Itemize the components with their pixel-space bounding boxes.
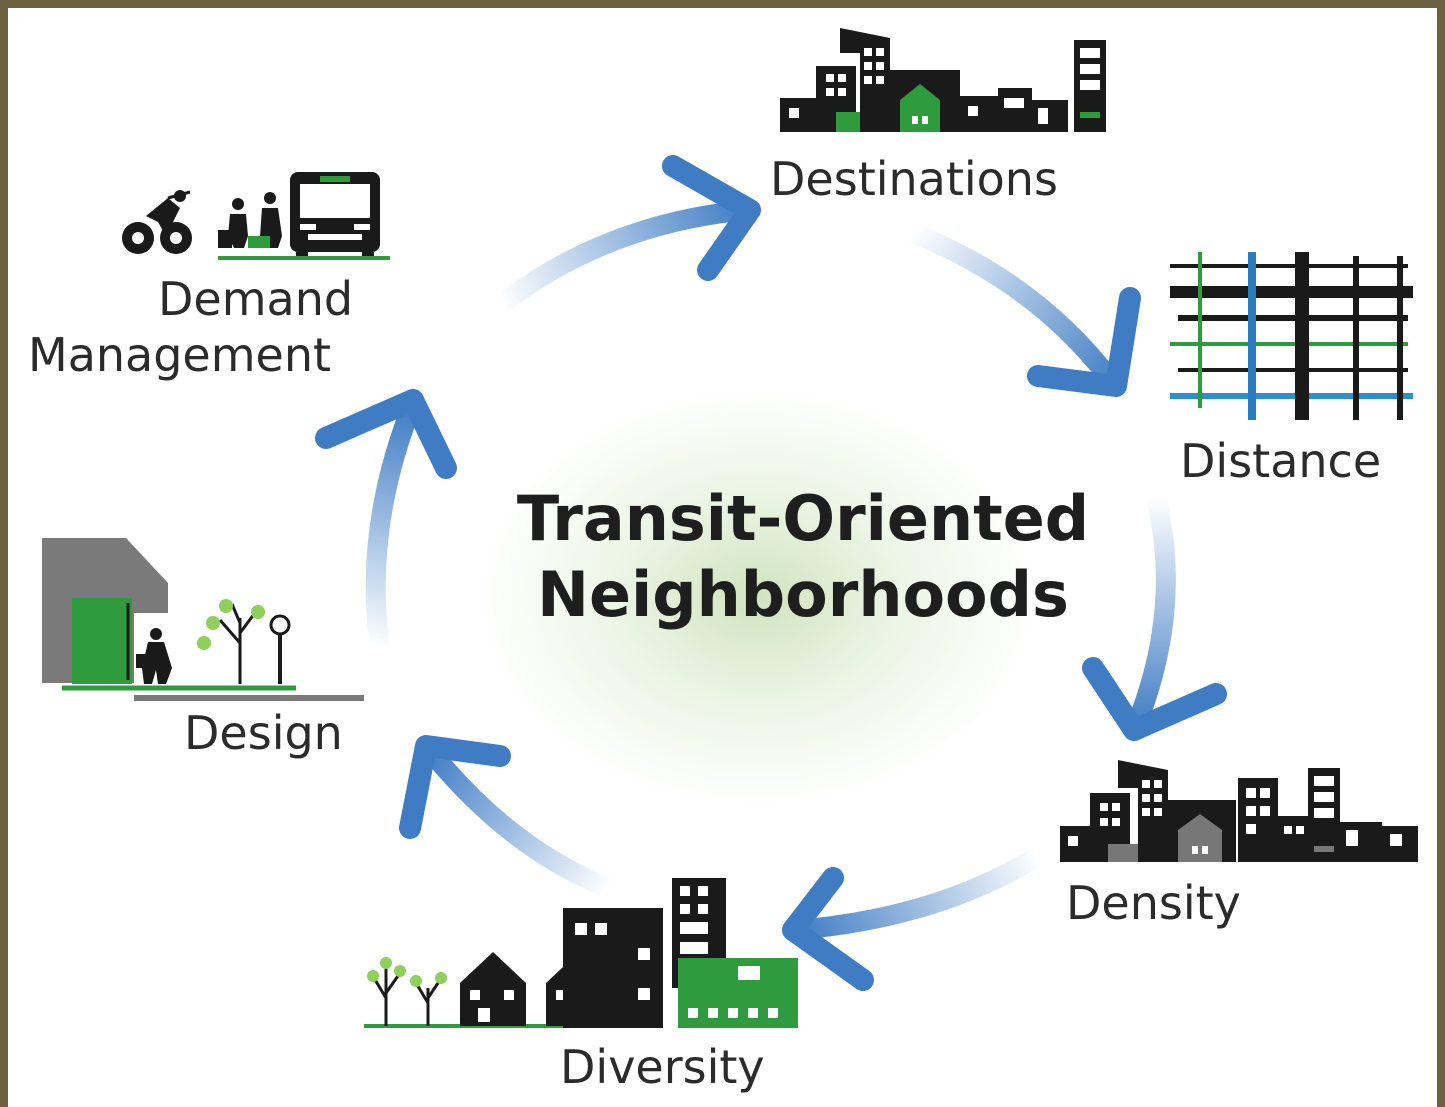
node-label-diversity: Diversity [560, 1040, 765, 1094]
arrow-distance-to-density [1082, 488, 1227, 741]
center-title-line1: Transit-Oriented [516, 482, 1090, 555]
mixed-housing-icon [364, 878, 798, 1028]
city-skyline-icon [780, 28, 1106, 132]
node-label-demand: Demand [158, 272, 354, 326]
streetscape-icon [42, 538, 364, 701]
arrow-density-to-diversity [782, 846, 1048, 991]
node-label-distance: Distance [1180, 434, 1382, 488]
diagram-artwork [42, 28, 1418, 1028]
node-label-management: Management [28, 328, 332, 382]
node-label-design: Design [184, 706, 343, 760]
center-title-line2: Neighborhoods [537, 558, 1069, 631]
bike-pedestrian-bus-icon [122, 172, 390, 260]
arrow-diversity-to-design [399, 735, 618, 898]
street-grid-icon [1170, 252, 1413, 420]
arrow-design-to-demand [315, 389, 457, 658]
arrow-demand-to-destinations [493, 155, 761, 313]
diagram-canvas: Transit-Oriented Neighborhoods Destinati… [8, 8, 1437, 1107]
dense-buildings-icon [1060, 760, 1418, 862]
node-label-density: Density [1066, 876, 1241, 930]
arrow-destinations-to-distance [903, 223, 1141, 397]
node-label-destinations: Destinations [770, 152, 1058, 206]
center-glow [478, 388, 1038, 808]
